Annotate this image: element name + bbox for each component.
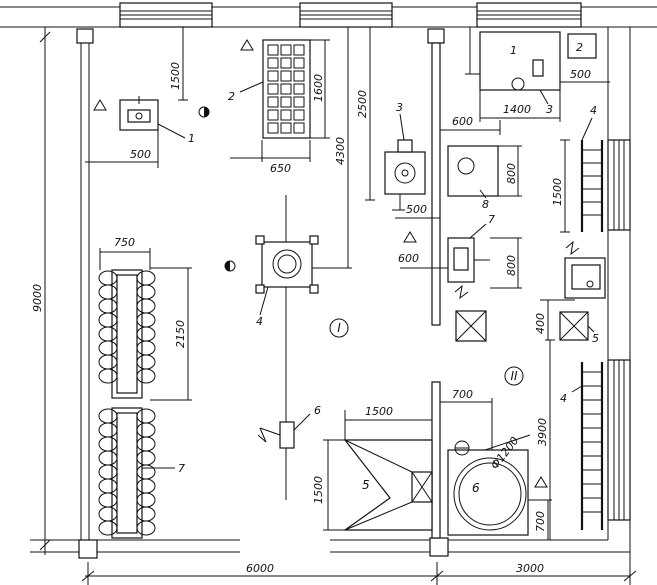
equipment-7-right xyxy=(447,237,490,283)
rack-cell xyxy=(293,57,305,69)
rack-cell xyxy=(267,83,279,95)
callout-3-top: 3 xyxy=(546,103,553,116)
callout-1-left: 1 xyxy=(188,132,195,145)
equipment-6-small xyxy=(257,421,295,449)
dim-1500-top: 1500 xyxy=(169,62,182,90)
rack-cell xyxy=(267,57,279,69)
rack-cell xyxy=(280,96,292,108)
triangle-symbol xyxy=(534,476,548,488)
dim-800-b: 800 xyxy=(505,255,518,276)
equipment-1-top xyxy=(479,31,561,91)
rack-cell xyxy=(280,57,292,69)
callout-4-center: 4 xyxy=(256,315,263,328)
callout-3-mid: 3 xyxy=(396,101,403,114)
dim-500-right: 500 xyxy=(570,68,591,81)
equipment-2-rack xyxy=(262,39,311,139)
rack-cell xyxy=(293,109,305,121)
callout-4-right-top: 4 xyxy=(590,104,597,117)
equipment-1-left xyxy=(119,96,159,131)
rack-cell xyxy=(267,44,279,56)
rack-cell xyxy=(280,70,292,82)
dim-600-mid: 600 xyxy=(398,252,419,265)
rack-cell xyxy=(280,109,292,121)
dim-3000: 3000 xyxy=(516,562,544,575)
equipment-4-ladder-bottom xyxy=(580,362,604,530)
dim-1500-side: 1500 xyxy=(312,476,325,504)
equipment-5-bottom xyxy=(343,439,433,531)
dim-6000: 6000 xyxy=(246,562,274,575)
equipment-4-ladder-top xyxy=(580,140,604,232)
rack-cell xyxy=(293,70,305,82)
bag-left xyxy=(98,368,118,384)
dim-400: 400 xyxy=(534,313,547,334)
columns xyxy=(76,28,449,559)
dim-9000: 9000 xyxy=(31,284,44,312)
callout-2-top: 2 xyxy=(576,41,583,54)
cross-box-left xyxy=(455,310,487,342)
half-circle-symbol xyxy=(198,106,210,118)
dim-600-top: 600 xyxy=(452,115,473,128)
zone-label-ii: II xyxy=(510,369,518,383)
callout-6-bottom: 6 xyxy=(472,481,480,495)
callout-5-right: 5 xyxy=(592,332,599,345)
rack-cell xyxy=(267,122,279,134)
dim-500-mid: 500 xyxy=(406,203,427,216)
zone-label-i: I xyxy=(337,321,341,335)
equipment-5-right xyxy=(564,257,606,299)
zone-labels: I II xyxy=(329,318,524,386)
triangle-symbol xyxy=(93,99,107,111)
symbols xyxy=(93,39,548,488)
rack-cell xyxy=(280,83,292,95)
callout-4-right-bottom: 4 xyxy=(560,392,567,405)
dim-500-left: 500 xyxy=(130,148,151,161)
bags-stack xyxy=(98,270,156,536)
callout-1-top: 1 xyxy=(510,44,517,57)
rack-cell xyxy=(267,70,279,82)
half-circle-symbol xyxy=(224,260,236,272)
rack-cell xyxy=(267,96,279,108)
equipment-3 xyxy=(384,139,426,211)
callout-5-bottom: 5 xyxy=(362,478,370,492)
bag-right xyxy=(136,368,156,384)
triangle-symbol xyxy=(240,39,254,51)
callouts: 1 2 3 4 7 5 6 6 8 7 1 2 3 4 5 4 xyxy=(142,41,599,495)
equipment-6-tank xyxy=(447,440,529,536)
equipment-4-center xyxy=(255,235,319,294)
dim-700-bottom: 700 xyxy=(534,511,547,532)
rack-cell xyxy=(280,44,292,56)
callout-6-small: 6 xyxy=(314,404,321,417)
dim-3900: 3900 xyxy=(536,418,549,446)
rack-cell xyxy=(280,122,292,134)
dim-800-a: 800 xyxy=(505,163,518,184)
equipment-2-top xyxy=(567,33,597,59)
callout-7-right: 7 xyxy=(488,213,495,226)
callout-8: 8 xyxy=(482,198,489,211)
rack-cell xyxy=(293,122,305,134)
callout-2: 2 xyxy=(228,90,235,103)
dim-2150: 2150 xyxy=(174,320,187,348)
triangle-symbol xyxy=(403,231,417,243)
dim-1500-bottom: 1500 xyxy=(365,405,393,418)
equipment-8 xyxy=(447,145,499,197)
rack-cell xyxy=(293,96,305,108)
dim-700-top: 700 xyxy=(452,388,473,401)
dim-2500: 2500 xyxy=(356,90,369,118)
rack-cell xyxy=(293,44,305,56)
bag-right xyxy=(136,520,156,536)
callout-7-left: 7 xyxy=(178,462,185,475)
bag-left xyxy=(98,520,118,536)
equipment xyxy=(98,31,606,539)
electric-marks xyxy=(454,240,580,300)
dim-1400: 1400 xyxy=(503,103,531,116)
rack-cell xyxy=(267,109,279,121)
cross-box-right xyxy=(559,311,589,341)
rack-cell xyxy=(293,83,305,95)
dim-4300: 4300 xyxy=(334,137,347,165)
dim-750: 750 xyxy=(114,236,135,249)
dim-1600: 1600 xyxy=(312,74,325,102)
dim-1500-right: 1500 xyxy=(551,178,564,206)
dim-650: 650 xyxy=(270,162,291,175)
